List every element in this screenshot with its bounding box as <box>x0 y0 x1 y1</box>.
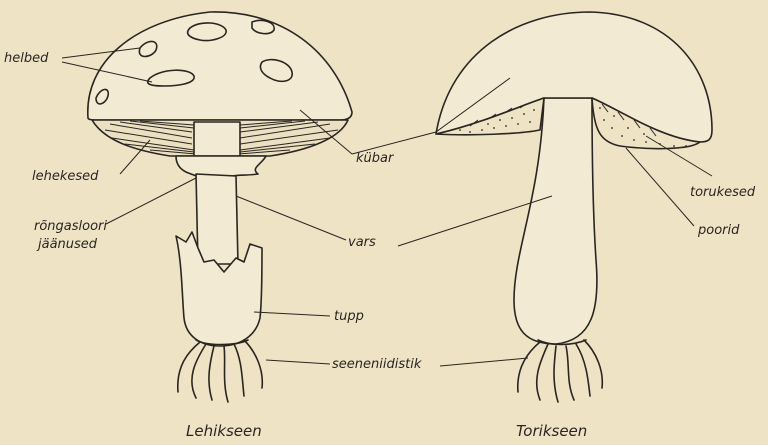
label-tupp: tupp <box>334 309 364 324</box>
gilled-stem <box>196 174 238 264</box>
pored-mushroom <box>436 12 712 402</box>
label-lehekesed: lehekesed <box>32 169 99 184</box>
label-vars: vars <box>348 235 376 250</box>
mycelium-left <box>178 340 263 402</box>
label-kubar: kübar <box>356 151 395 166</box>
pored-stem <box>514 98 597 344</box>
mycelium-right <box>518 340 603 402</box>
gilled-cap <box>88 12 352 120</box>
label-jaanused: jäänused <box>36 237 98 252</box>
caption-torikseen: Torikseen <box>516 422 587 440</box>
gilled-mushroom <box>88 12 352 402</box>
label-rongasloori: rõngasloori <box>34 219 107 234</box>
label-helbed: helbed <box>4 51 49 66</box>
label-seeneniidistik: seeneniidistik <box>332 357 422 372</box>
caption-lehikseen: Lehikseen <box>186 422 262 440</box>
label-poorid: poorid <box>697 223 740 238</box>
label-torukesed: torukesed <box>690 185 756 200</box>
